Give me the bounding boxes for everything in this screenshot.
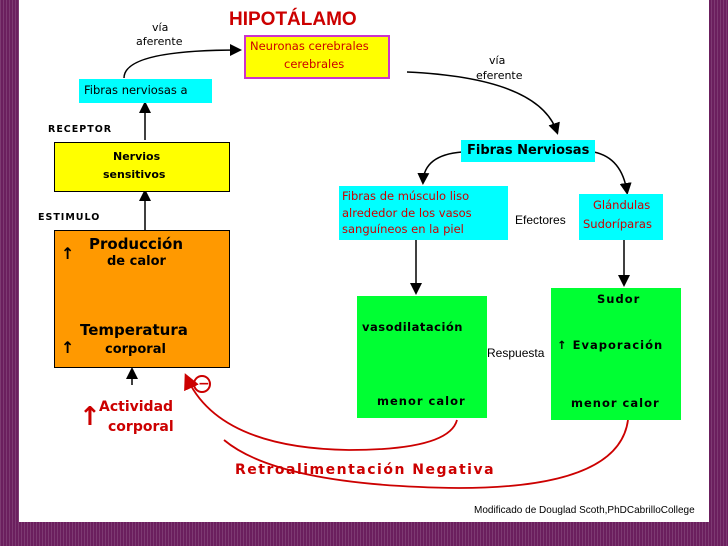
receptor-label: RECEPTOR [48, 124, 113, 135]
feedback-arc-vaso [184, 373, 458, 451]
nervios-line1: Nervios [113, 150, 161, 163]
fibras-musculo-line2: alrededor de los vasos [342, 206, 472, 220]
produccion-line1: Producción [89, 235, 184, 253]
sudor-line2: ↑ Evaporación [557, 338, 664, 352]
sudor-line1: Sudor [597, 292, 641, 306]
vaso-line2: menor calor [377, 394, 466, 408]
up-arrow-actividad: ↑ [79, 402, 101, 432]
glandulas-line1: Glándulas [593, 198, 651, 212]
vaso-box: vasodilatación menor calor [357, 296, 487, 418]
arrow-to-musculo [417, 151, 463, 185]
retroalimentacion-label: Retroalimentación Negativa [235, 462, 496, 478]
nervios-line2: sensitivos [103, 168, 166, 181]
temperatura-line1: Temperatura [80, 321, 188, 339]
up-arrow-temperatura: ↑ [61, 338, 75, 357]
vaso-line1: vasodilatación [362, 320, 463, 334]
neuronas-line1: Neuronas cerebrales [250, 39, 369, 53]
temperatura-line2: corporal [105, 342, 166, 357]
sudor-line3: menor calor [571, 396, 660, 410]
respuesta-label: Respuesta [487, 346, 545, 360]
nervios-box: Nervios sensitivos [54, 142, 230, 192]
arrow-efferent [406, 71, 560, 135]
orange-box: Producción de calor Temperatura corporal [54, 230, 230, 368]
neuronas-box: Neuronas cerebrales cerebrales [244, 35, 390, 79]
minus-circle: − [193, 375, 211, 393]
glandulas-line2: Sudoríparas [583, 217, 652, 231]
via-afferent-line1: vía [152, 21, 169, 34]
via-efferent-line2: eferente [476, 69, 523, 82]
arrow-afferent [123, 44, 242, 79]
fibras-nerviosas-box: Fibras Nerviosas [461, 140, 595, 162]
fibras-musculo-box: Fibras de músculo liso alrededor de los … [339, 186, 508, 240]
minus-sign: − [198, 376, 210, 392]
sudor-box: Sudor ↑ Evaporación menor calor [551, 288, 681, 420]
diagram-canvas: HIPOTÁLAMO vía aferente Neuronas cerebra… [19, 0, 709, 522]
estimulo-label: ESTIMULO [38, 212, 101, 223]
title: HIPOTÁLAMO [229, 9, 357, 30]
fibras-musculo-line1: Fibras de músculo liso [342, 189, 470, 203]
arrow-to-glandulas [593, 151, 632, 195]
credit-text: Modificado de Douglad Scoth,PhDCabrilloC… [474, 505, 695, 516]
fibras-nerviosas-label: Fibras Nerviosas [467, 143, 590, 158]
up-arrow-produccion: ↑ [61, 244, 75, 263]
glandulas-box: Glándulas Sudoríparas [579, 194, 663, 240]
efectores-label: Efectores [515, 213, 566, 227]
feedback-arc-sudor [223, 419, 629, 489]
neuronas-line2: cerebrales [284, 57, 345, 71]
via-afferent-line2: aferente [136, 35, 183, 48]
fibras-musculo-line3: sanguíneos en la piel [342, 222, 464, 236]
via-efferent-line1: vía [489, 54, 506, 67]
fibras-a-box: Fibras nerviosas a [79, 79, 212, 103]
actividad-line2: corporal [108, 419, 174, 435]
fibras-a-label: Fibras nerviosas a [84, 83, 188, 97]
produccion-line2: de calor [107, 254, 166, 269]
actividad-line1: Actividad [99, 399, 174, 415]
